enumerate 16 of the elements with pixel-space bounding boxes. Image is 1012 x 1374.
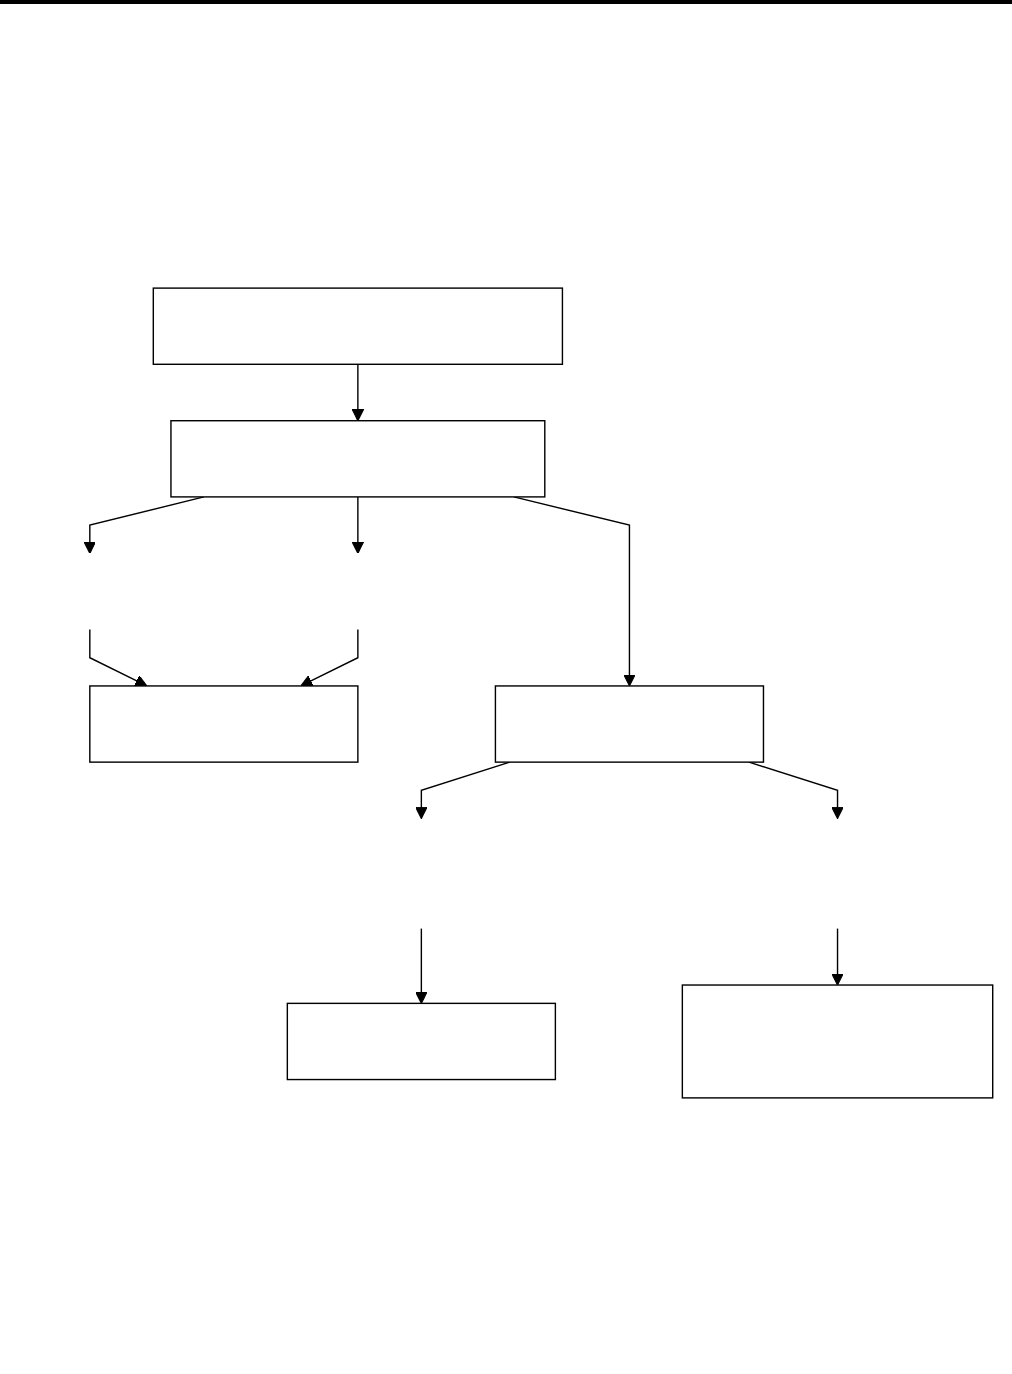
arrow (415, 761, 511, 820)
arrow (513, 496, 636, 687)
arrow (300, 628, 359, 687)
arrow (415, 927, 428, 1004)
arrow (351, 363, 365, 422)
arrow (831, 927, 844, 986)
node-box (170, 420, 546, 498)
node-box (286, 1002, 557, 1081)
arrow (89, 628, 148, 687)
arrow (351, 496, 365, 554)
node-box (89, 685, 359, 763)
arrow (748, 761, 844, 820)
node-box (681, 984, 994, 1099)
node-box (494, 685, 765, 763)
node-box (152, 287, 564, 365)
arrow (83, 496, 205, 554)
